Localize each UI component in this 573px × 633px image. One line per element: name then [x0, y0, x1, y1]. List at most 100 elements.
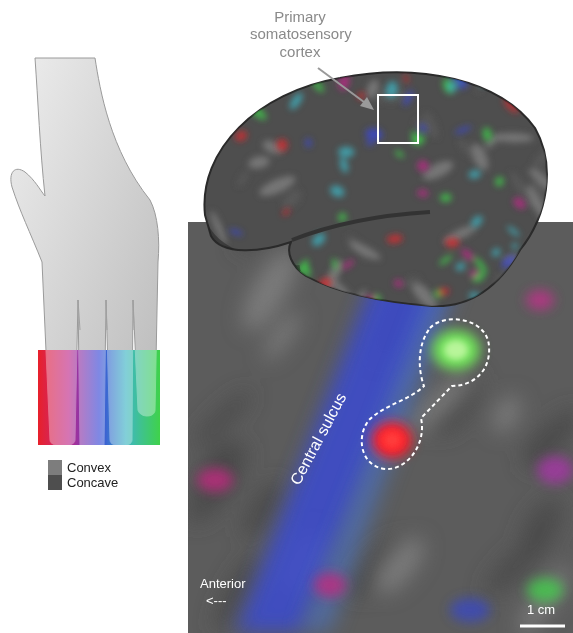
surface-patch — [440, 193, 452, 202]
surface-patch — [445, 237, 460, 247]
surface-patch — [338, 147, 354, 158]
legend-row: Concave — [48, 475, 118, 490]
label: <--- — [206, 594, 227, 609]
legend-label: Concave — [67, 475, 118, 490]
legend-swatch — [48, 460, 62, 475]
surface-patch — [418, 123, 428, 134]
surface-patch — [490, 246, 502, 258]
surface-patch — [279, 187, 304, 213]
surface-patch — [456, 79, 467, 90]
legend: ConvexConcave — [48, 460, 118, 490]
label: 1 cm — [527, 603, 555, 618]
surface-patch — [386, 234, 403, 244]
surface-patch — [438, 253, 454, 266]
surface-patch — [319, 258, 346, 298]
surface-patch — [267, 268, 277, 277]
surface-patch — [338, 156, 350, 173]
surface-patch — [447, 81, 457, 93]
surface-patch — [307, 283, 331, 314]
surface-patch — [535, 281, 554, 297]
surface-patch — [287, 91, 305, 112]
surface-patch — [364, 127, 383, 141]
surface-patch — [511, 242, 519, 250]
pointer-arrow — [318, 68, 374, 110]
surface-patch — [456, 136, 476, 160]
surface-patch — [347, 239, 382, 263]
label-text: <--- — [206, 593, 227, 608]
label-text: Anterior — [200, 576, 246, 591]
surface-patch — [363, 294, 376, 305]
surface-patch — [384, 80, 399, 99]
surface-patch — [286, 291, 302, 302]
surface-patch — [454, 124, 473, 135]
surface-patch — [373, 294, 381, 304]
surface-patch — [513, 246, 545, 261]
surface-patch — [511, 561, 573, 633]
surface-patch — [459, 247, 475, 263]
surface-patch — [401, 275, 421, 288]
surface-patch — [189, 385, 257, 451]
surface-patch — [530, 141, 561, 171]
surface-patch — [479, 78, 487, 87]
surface-patch — [529, 260, 551, 279]
surface-patch — [281, 207, 291, 216]
surface-patch — [188, 433, 258, 531]
surface-patch — [468, 169, 482, 180]
surface-patch — [506, 225, 521, 238]
surface-patch — [367, 531, 432, 601]
label-text: Primary somatosensory cortex — [250, 8, 352, 60]
surface-patch — [366, 139, 374, 146]
surface-patch — [249, 104, 269, 122]
hand-colorbar — [11, 58, 160, 454]
surface-patch — [454, 261, 466, 273]
label: Primary somatosensory cortex — [250, 8, 350, 60]
surface-patch — [276, 138, 289, 152]
surface-patch — [524, 231, 547, 263]
surface-patch — [488, 391, 526, 437]
surface-patch — [511, 195, 528, 211]
surface-patch — [345, 287, 370, 318]
surface-patch — [438, 287, 450, 296]
surface-patch — [524, 184, 552, 226]
surface-patch — [195, 279, 230, 311]
legend-label: Convex — [67, 460, 111, 475]
brain-surface — [195, 65, 566, 318]
label-text: 1 cm — [527, 602, 555, 617]
surface-patch — [451, 67, 467, 83]
surface-patch — [474, 76, 487, 94]
surface-patch — [331, 258, 339, 271]
surface-patch — [512, 491, 571, 560]
surface-patch — [519, 241, 545, 278]
surface-patch — [403, 74, 410, 84]
surface-patch — [233, 129, 249, 143]
legend-row: Convex — [48, 460, 118, 475]
surface-patch — [468, 292, 479, 299]
surface-patch — [317, 276, 334, 291]
surface-patch — [417, 189, 429, 198]
surface-patch — [247, 154, 271, 170]
surface-patch — [253, 80, 272, 94]
surface-patch — [228, 228, 243, 237]
legend-swatch — [48, 475, 62, 490]
label: Anterior — [200, 577, 246, 592]
surface-patch — [235, 170, 250, 188]
surface-patch — [505, 65, 527, 81]
surface-patch — [440, 77, 456, 96]
surface-patch — [542, 113, 555, 127]
surface-patch — [402, 89, 415, 107]
surface-patch — [482, 127, 494, 143]
surface-patch — [543, 231, 555, 242]
surface-patch — [340, 258, 355, 271]
surface-patch — [533, 259, 541, 274]
surface-patch — [502, 97, 521, 115]
surface-patch — [311, 79, 326, 94]
surface-patch — [305, 138, 312, 148]
surface-patch — [393, 278, 405, 289]
surface-patch — [469, 214, 485, 230]
surface-patch — [493, 175, 505, 188]
surface-patch — [394, 149, 406, 159]
surface-patch — [469, 268, 480, 279]
surface-patch — [328, 183, 346, 199]
